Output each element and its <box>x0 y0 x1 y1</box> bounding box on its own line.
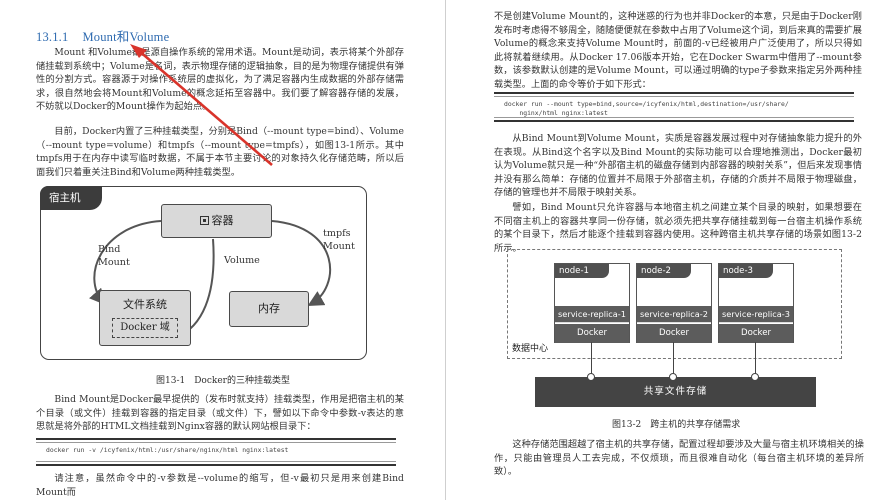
service-replica: service-replica-2 <box>637 306 711 323</box>
paragraph-mount-types: 目前，Docker内置了三种挂载类型，分别是Bind（--mount type=… <box>36 126 404 178</box>
figure-1-caption: 图13-1 Docker的三种挂载类型 <box>156 376 290 386</box>
container-icon <box>199 216 209 225</box>
docker-runtime: Docker <box>637 324 711 343</box>
docker-runtime: Docker <box>719 324 793 343</box>
edge-label-tmpfs-mount: tmpfs Mount <box>323 228 355 252</box>
node-name: node-1 <box>555 264 609 278</box>
connector-dot-icon <box>751 373 759 381</box>
host-label: 宿主机 <box>40 186 102 210</box>
docker-domain-box: Docker 域 <box>112 318 178 338</box>
service-replica: service-replica-1 <box>555 306 629 323</box>
figure-2-caption: 图13-2 跨主机的共享存储需求 <box>612 420 741 430</box>
connector-dot-icon <box>669 373 677 381</box>
node-card: node-3 service-replica-3 Docker <box>718 263 794 343</box>
paragraph-note: 请注意，虽然命令中的-v参数是--volume的缩写，但-v最初只是用来创建Bi… <box>36 473 404 498</box>
left-page: 13.1.1 Mount和Volume Mount 和Volume都是源自操作系统… <box>0 0 445 500</box>
datacenter-label: 数据中心 <box>512 344 549 354</box>
paragraph-shared-storage: 譬如，Bind Mount只允许容器与本地宿主机之间建立某个目录的映射，如果想要… <box>494 202 862 254</box>
connector-dot-icon <box>587 373 595 381</box>
filesystem-box: 文件系统 Docker 域 <box>99 290 191 346</box>
connector-line <box>591 342 593 374</box>
code-block-mount: docker run --mount type=bind,source=/icy… <box>494 92 854 122</box>
paragraph-bind-mount: Bind Mount是Docker最早提供的（发布时就支持）挂载类型，作用是把宿… <box>36 394 404 433</box>
shared-storage-box: 共享文件存储 <box>535 377 816 407</box>
figure-mount-types-diagram: 宿主机 容器 Bind Mount Volume tmpfs Mount 文件系… <box>40 186 367 360</box>
paragraph-intro: Mount 和Volume都是源自操作系统的常用术语。Mount是动词，表示将某… <box>36 47 404 113</box>
edge-label-bind-mount: Bind Mount <box>98 244 130 268</box>
section-heading: 13.1.1 Mount和Volume <box>36 26 169 45</box>
memory-box: 内存 <box>229 291 309 327</box>
service-replica: service-replica-3 <box>719 306 793 323</box>
figure-shared-storage-diagram: node-1 service-replica-1 Docker node-2 s… <box>507 249 842 359</box>
docker-runtime: Docker <box>555 324 629 343</box>
edge-label-volume: Volume <box>224 255 260 266</box>
code-block-bind: docker run -v /icyfenix/html:/usr/share/… <box>36 438 396 466</box>
paragraph-abstraction: 从Bind Mount到Volume Mount，实质是容器发展过程中对存储抽象… <box>494 133 862 199</box>
paragraph-conclusion: 这种存储范围超越了宿主机的共享存储，配置过程却要涉及大量与宿主机环境相关的操作，… <box>494 439 864 478</box>
paragraph-volume-history: 不是创建Volume Mount的，这种迷惑的行为也并非Docker的本意，只是… <box>494 11 862 90</box>
connector-line <box>673 342 675 374</box>
node-name: node-2 <box>637 264 691 278</box>
section-number: 13.1.1 <box>36 30 69 44</box>
container-box: 容器 <box>161 204 272 238</box>
node-card: node-2 service-replica-2 Docker <box>636 263 712 343</box>
node-name: node-3 <box>719 264 773 278</box>
connector-line <box>755 342 757 374</box>
right-page: 不是创建Volume Mount的，这种迷惑的行为也并非Docker的本意，只是… <box>446 0 895 500</box>
section-title: Mount和Volume <box>82 30 170 44</box>
page-divider <box>445 0 446 500</box>
node-card: node-1 service-replica-1 Docker <box>554 263 630 343</box>
